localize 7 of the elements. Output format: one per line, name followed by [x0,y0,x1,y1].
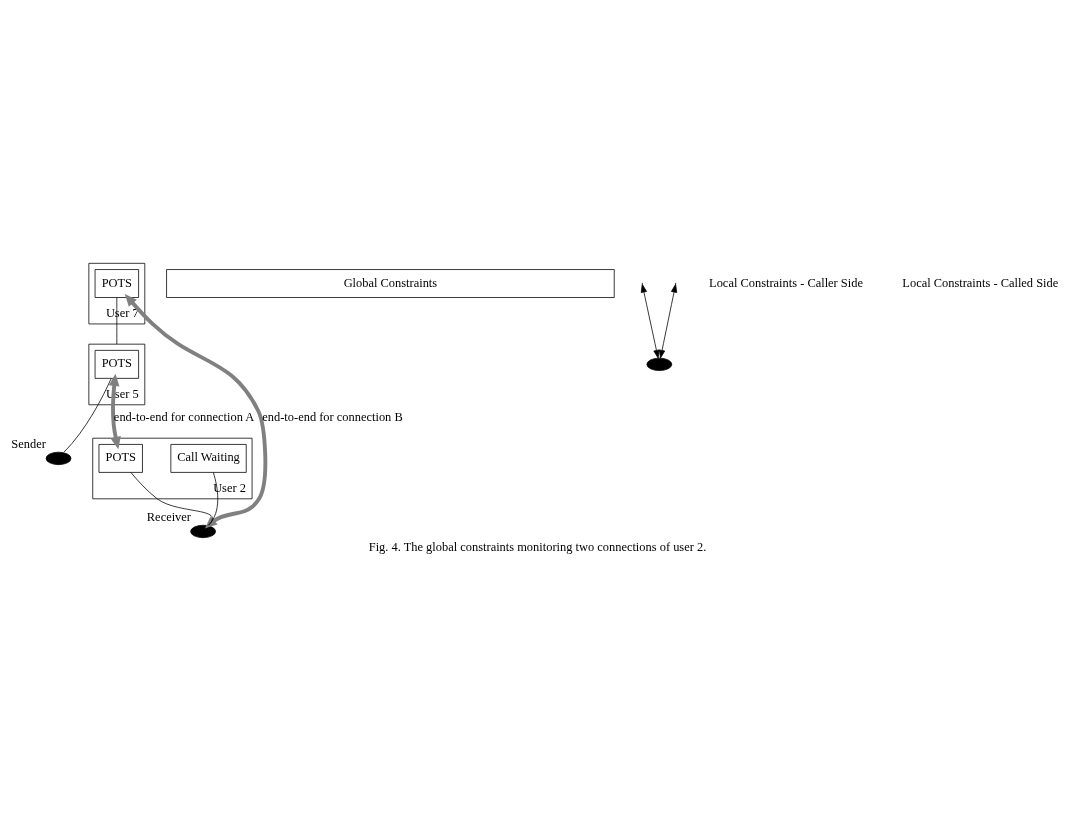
edge-label: end-to-end for connection A [113,409,255,424]
label: Local Constraints - Caller Side [709,275,863,290]
node-label: Sender [11,437,46,452]
label: Local Constraints - Called Side [902,275,1059,290]
caption: Fig. 4. The global constraints monitoring two connections of user 2. [368,539,707,554]
edge-label: end-to-end for connection B [262,409,403,424]
node-label: Receiver [146,510,191,525]
